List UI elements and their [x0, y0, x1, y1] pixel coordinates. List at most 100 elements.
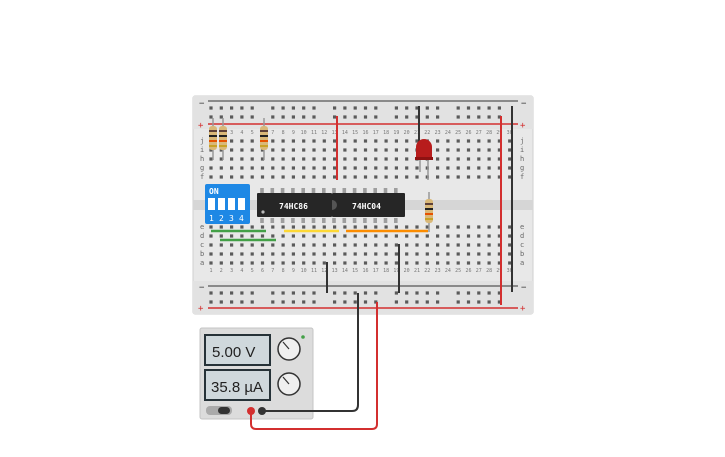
breadboard-hole[interactable]	[456, 166, 460, 170]
breadboard-hole[interactable]	[291, 106, 295, 110]
breadboard-hole[interactable]	[302, 148, 306, 152]
breadboard-hole[interactable]	[477, 139, 481, 143]
breadboard-hole[interactable]	[446, 166, 450, 170]
breadboard-hole[interactable]	[302, 157, 306, 161]
breadboard-hole[interactable]	[353, 225, 357, 229]
breadboard-hole[interactable]	[343, 243, 347, 247]
breadboard-hole[interactable]	[405, 139, 409, 143]
breadboard-hole[interactable]	[436, 243, 440, 247]
breadboard-hole[interactable]	[240, 252, 244, 256]
breadboard-hole[interactable]	[425, 261, 429, 265]
breadboard-hole[interactable]	[333, 115, 337, 119]
breadboard-hole[interactable]	[487, 243, 491, 247]
breadboard-hole[interactable]	[497, 234, 501, 238]
breadboard-hole[interactable]	[466, 175, 471, 179]
breadboard-hole[interactable]	[291, 291, 295, 295]
breadboard-hole[interactable]	[209, 106, 213, 110]
breadboard-hole[interactable]	[271, 261, 275, 265]
breadboard-hole[interactable]	[230, 225, 234, 229]
breadboard-hole[interactable]	[497, 166, 501, 170]
dip-toggle-4[interactable]	[238, 198, 245, 210]
breadboard-hole[interactable]	[374, 225, 378, 229]
breadboard-hole[interactable]	[446, 225, 450, 229]
breadboard-hole[interactable]	[353, 166, 357, 170]
breadboard-hole[interactable]	[260, 166, 265, 170]
breadboard-hole[interactable]	[260, 261, 265, 265]
power-supply[interactable]: 5.00 V 35.8 µA	[199, 327, 314, 420]
breadboard-hole[interactable]	[363, 106, 368, 110]
breadboard-hole[interactable]	[477, 106, 481, 110]
breadboard-hole[interactable]	[240, 139, 244, 143]
breadboard-hole[interactable]	[487, 157, 491, 161]
breadboard-hole[interactable]	[394, 261, 398, 265]
breadboard-hole[interactable]	[250, 175, 254, 179]
breadboard-hole[interactable]	[497, 115, 501, 119]
breadboard-hole[interactable]	[497, 225, 501, 229]
breadboard-hole[interactable]	[230, 115, 234, 119]
breadboard-hole[interactable]	[302, 234, 306, 238]
breadboard-hole[interactable]	[477, 243, 481, 247]
breadboard-hole[interactable]	[456, 261, 460, 265]
resistor-4[interactable]	[425, 192, 433, 232]
chip-74hc86[interactable]: 74HC86	[257, 188, 332, 223]
breadboard-hole[interactable]	[415, 175, 419, 179]
breadboard-hole[interactable]	[291, 243, 295, 247]
breadboard-hole[interactable]	[384, 148, 388, 152]
resistor-3[interactable]	[260, 118, 268, 160]
breadboard-hole[interactable]	[230, 148, 234, 152]
breadboard-hole[interactable]	[374, 106, 378, 110]
breadboard-hole[interactable]	[281, 234, 285, 238]
breadboard-hole[interactable]	[415, 300, 419, 304]
breadboard-hole[interactable]	[487, 225, 491, 229]
breadboard-hole[interactable]	[466, 148, 471, 152]
breadboard-hole[interactable]	[374, 291, 378, 295]
breadboard-hole[interactable]	[384, 261, 388, 265]
breadboard-hole[interactable]	[425, 106, 429, 110]
breadboard-hole[interactable]	[219, 291, 223, 295]
breadboard-hole[interactable]	[281, 252, 285, 256]
breadboard-hole[interactable]	[405, 261, 409, 265]
breadboard-hole[interactable]	[456, 234, 460, 238]
breadboard-hole[interactable]	[312, 166, 316, 170]
breadboard-hole[interactable]	[363, 291, 368, 295]
breadboard-hole[interactable]	[415, 139, 419, 143]
breadboard-hole[interactable]	[343, 225, 347, 229]
breadboard-hole[interactable]	[466, 243, 471, 247]
breadboard-hole[interactable]	[302, 166, 306, 170]
breadboard-hole[interactable]	[219, 115, 223, 119]
breadboard-hole[interactable]	[415, 243, 419, 247]
breadboard-hole[interactable]	[240, 300, 244, 304]
breadboard-hole[interactable]	[487, 291, 491, 295]
breadboard-hole[interactable]	[497, 106, 501, 110]
breadboard-hole[interactable]	[384, 234, 388, 238]
breadboard-hole[interactable]	[240, 175, 244, 179]
breadboard-hole[interactable]	[466, 291, 471, 295]
breadboard-hole[interactable]	[302, 300, 306, 304]
breadboard-hole[interactable]	[281, 291, 285, 295]
breadboard-hole[interactable]	[281, 300, 285, 304]
breadboard-hole[interactable]	[436, 157, 440, 161]
breadboard-hole[interactable]	[436, 291, 440, 295]
breadboard-hole[interactable]	[333, 225, 337, 229]
breadboard-hole[interactable]	[333, 300, 337, 304]
breadboard-hole[interactable]	[271, 157, 275, 161]
breadboard-hole[interactable]	[477, 261, 481, 265]
breadboard-hole[interactable]	[374, 243, 378, 247]
breadboard-hole[interactable]	[302, 175, 306, 179]
breadboard-hole[interactable]	[405, 252, 409, 256]
breadboard-hole[interactable]	[209, 157, 213, 161]
breadboard-hole[interactable]	[353, 291, 357, 295]
breadboard-hole[interactable]	[394, 225, 398, 229]
breadboard-hole[interactable]	[497, 157, 501, 161]
breadboard-hole[interactable]	[291, 252, 295, 256]
breadboard-hole[interactable]	[456, 175, 460, 179]
breadboard-hole[interactable]	[209, 115, 213, 119]
breadboard-hole[interactable]	[312, 175, 316, 179]
breadboard-hole[interactable]	[363, 243, 368, 247]
breadboard-hole[interactable]	[219, 166, 223, 170]
breadboard-hole[interactable]	[291, 261, 295, 265]
breadboard-hole[interactable]	[250, 243, 254, 247]
breadboard-hole[interactable]	[353, 234, 357, 238]
breadboard-hole[interactable]	[291, 148, 295, 152]
breadboard-hole[interactable]	[230, 291, 234, 295]
